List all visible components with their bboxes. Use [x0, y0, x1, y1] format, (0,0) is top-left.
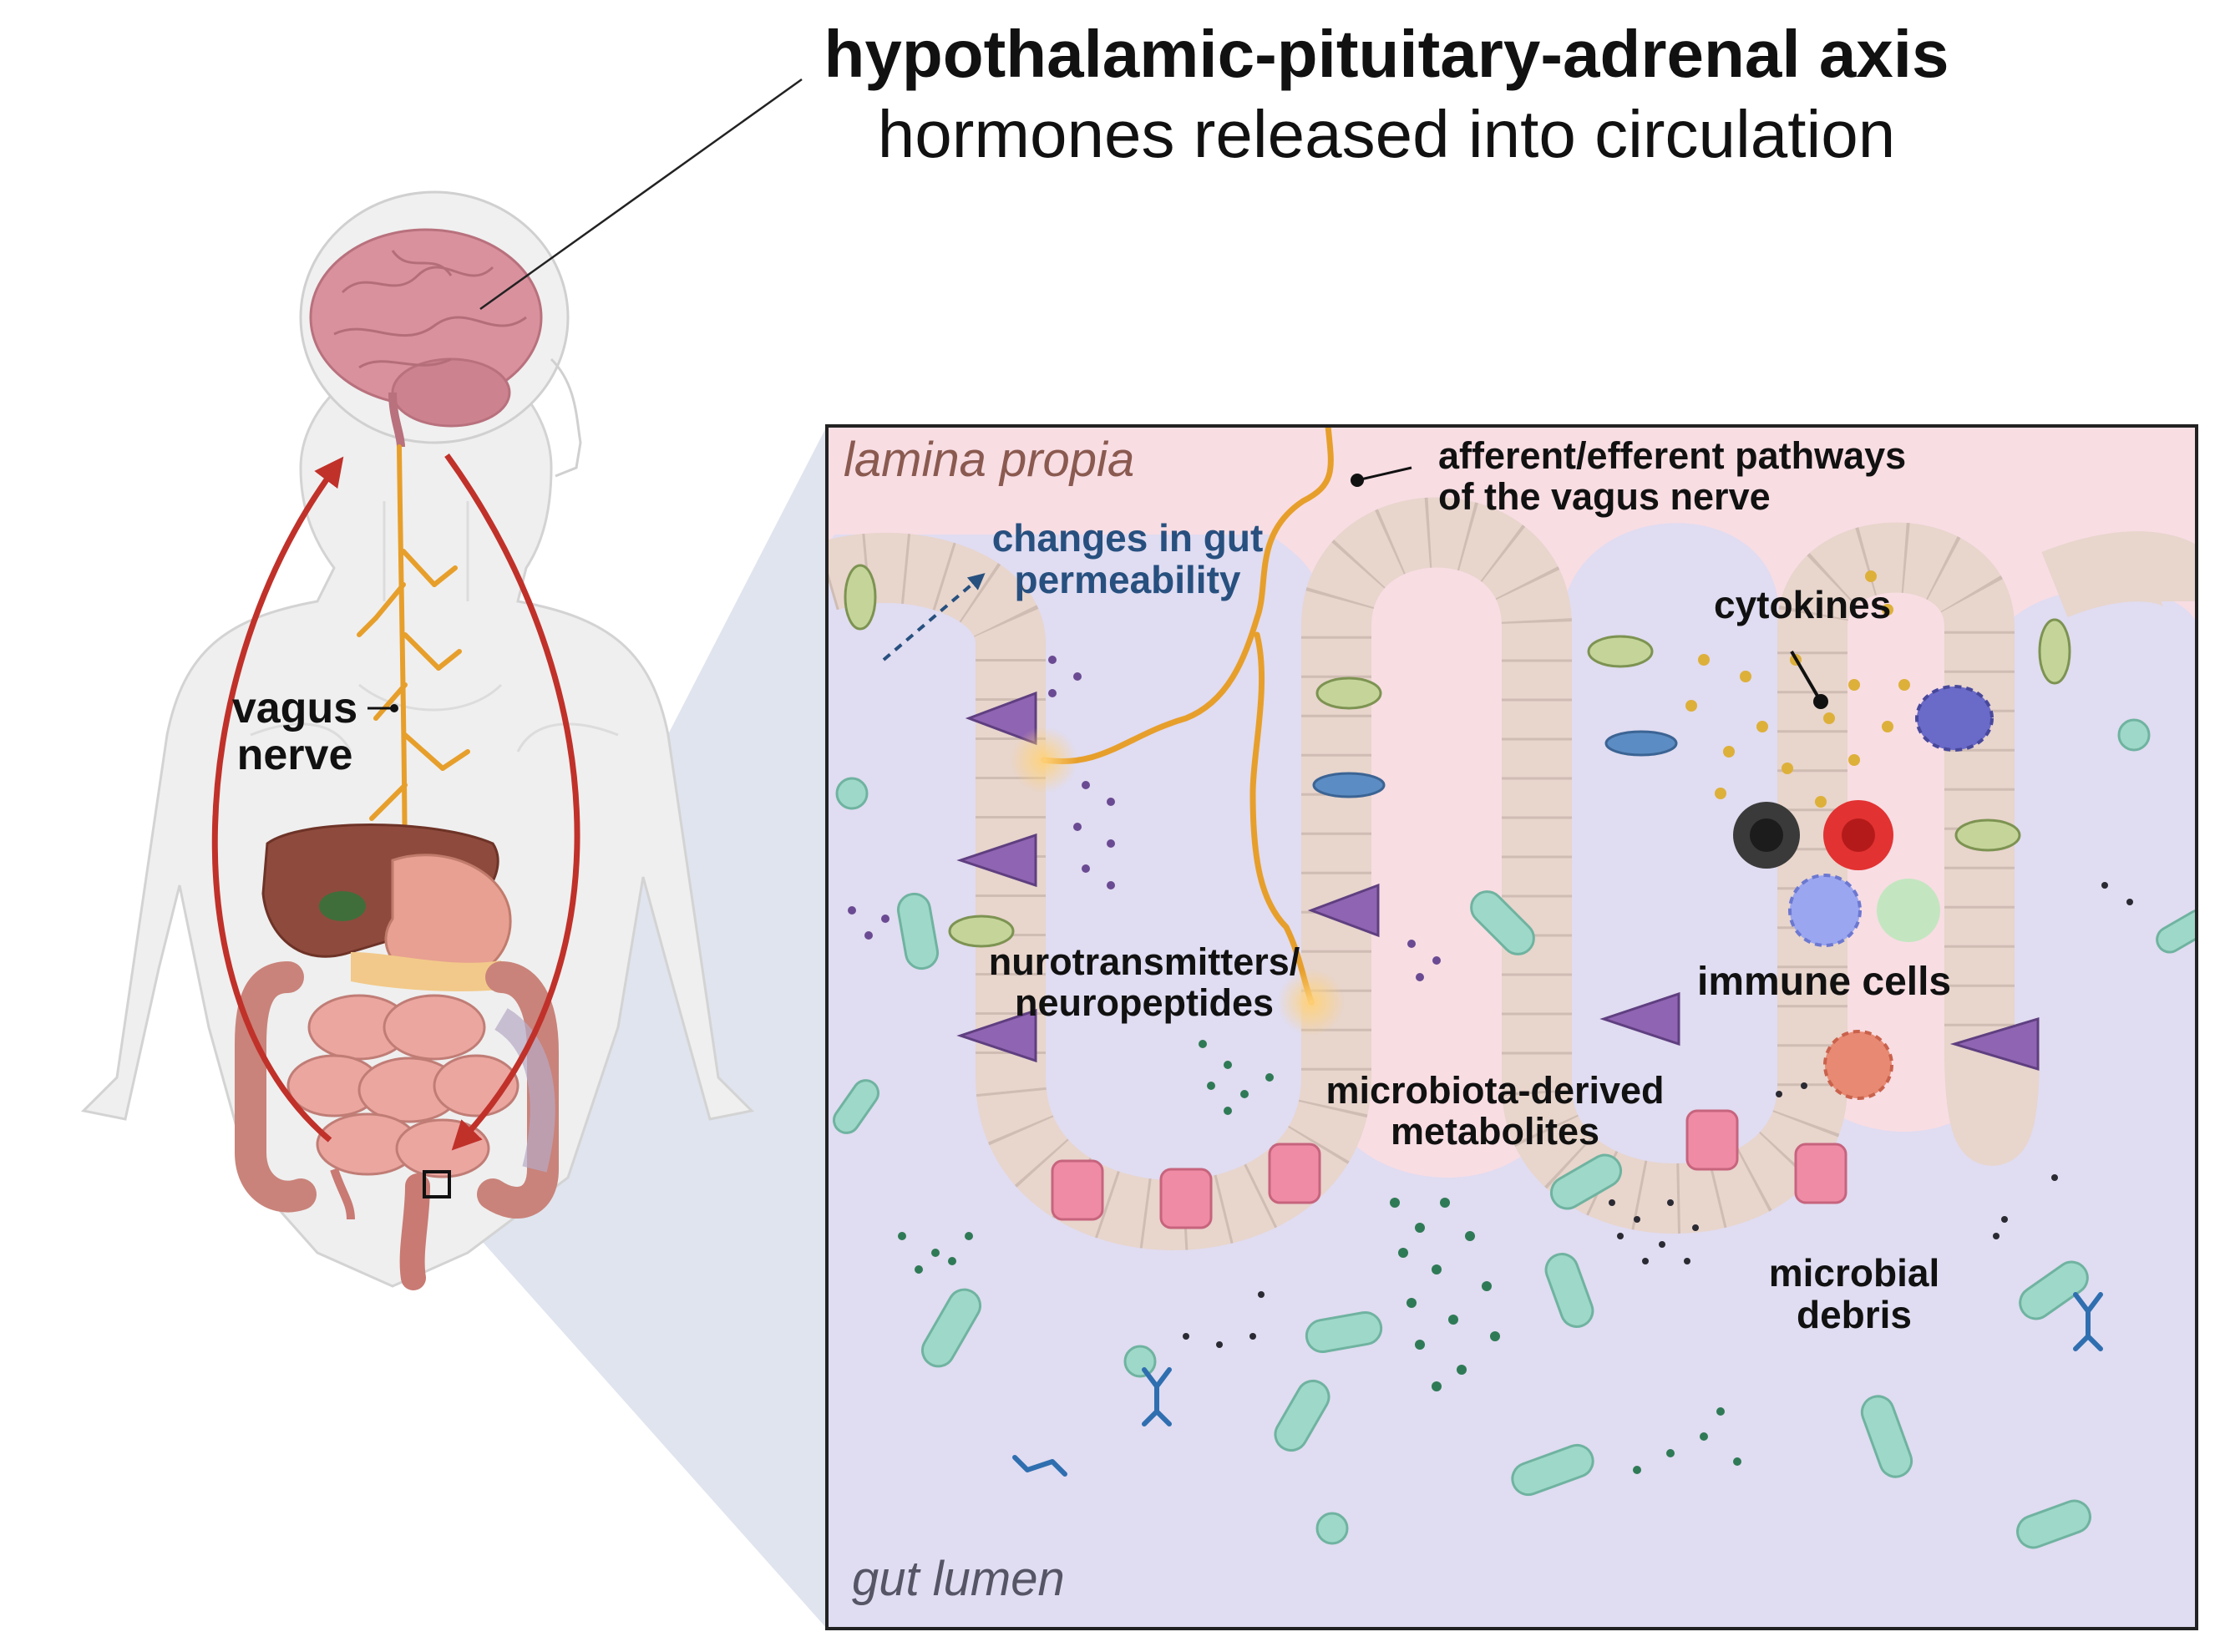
- vagus-pathways-label: afferent/efferent pathways of the vagus …: [1438, 434, 1907, 518]
- brain-icon: [309, 228, 543, 448]
- permeability-arrow: [882, 573, 986, 661]
- tuft-cell-icon: [1312, 730, 1678, 798]
- cytokines-label: cytokines: [1714, 583, 1892, 626]
- vagus-nerve-branch: [1041, 426, 1334, 1006]
- gut-lumen-label: gut lumen: [852, 1552, 1065, 1606]
- zoom-projection: [448, 426, 827, 1629]
- diagram-title: hypothalamic-pituitary-adrenal axis: [824, 17, 1949, 91]
- cytokine-dots: [1685, 570, 1910, 808]
- vagus-nerve-label: vagus nerve: [231, 684, 358, 780]
- metabolite-dots: [898, 1040, 1741, 1474]
- bacteria-icon: [833, 718, 2197, 1549]
- immune-cell-icon: [1733, 685, 1994, 1100]
- ascending-arrow: [211, 456, 344, 1143]
- neurotransmitter-dots: [848, 656, 1441, 981]
- enteroendocrine-cell-icon: [956, 691, 2040, 1072]
- goblet-cell-icon: [844, 564, 2071, 948]
- gut-permeability-label: changes in gut permeability: [991, 516, 1264, 601]
- metabolites-label: microbiota-derived metabolites: [1325, 1069, 1665, 1153]
- antibody-icon: [1012, 1292, 2103, 1477]
- immune-cells-label: immune cells: [1697, 960, 1952, 1004]
- neurotransmitters-label: nurotransmitters/ neuropeptides: [988, 940, 1300, 1024]
- stomach-icon: [351, 854, 512, 991]
- inset-panel: [825, 424, 2198, 1630]
- microbial-debris-label: microbial debris: [1768, 1251, 1940, 1336]
- intestine-icon: [235, 961, 559, 1290]
- descending-arrow: [444, 453, 580, 1151]
- diagram-subtitle: hormones released into circulation: [877, 97, 1896, 171]
- lamina-propia-label: lamina propia: [844, 433, 1135, 487]
- brain-pointer-line: [479, 78, 803, 311]
- zoom-box-icon: [423, 1170, 451, 1198]
- microbial-debris-dots: [1183, 882, 2133, 1348]
- paneth-cell-icon: [1051, 1109, 1847, 1229]
